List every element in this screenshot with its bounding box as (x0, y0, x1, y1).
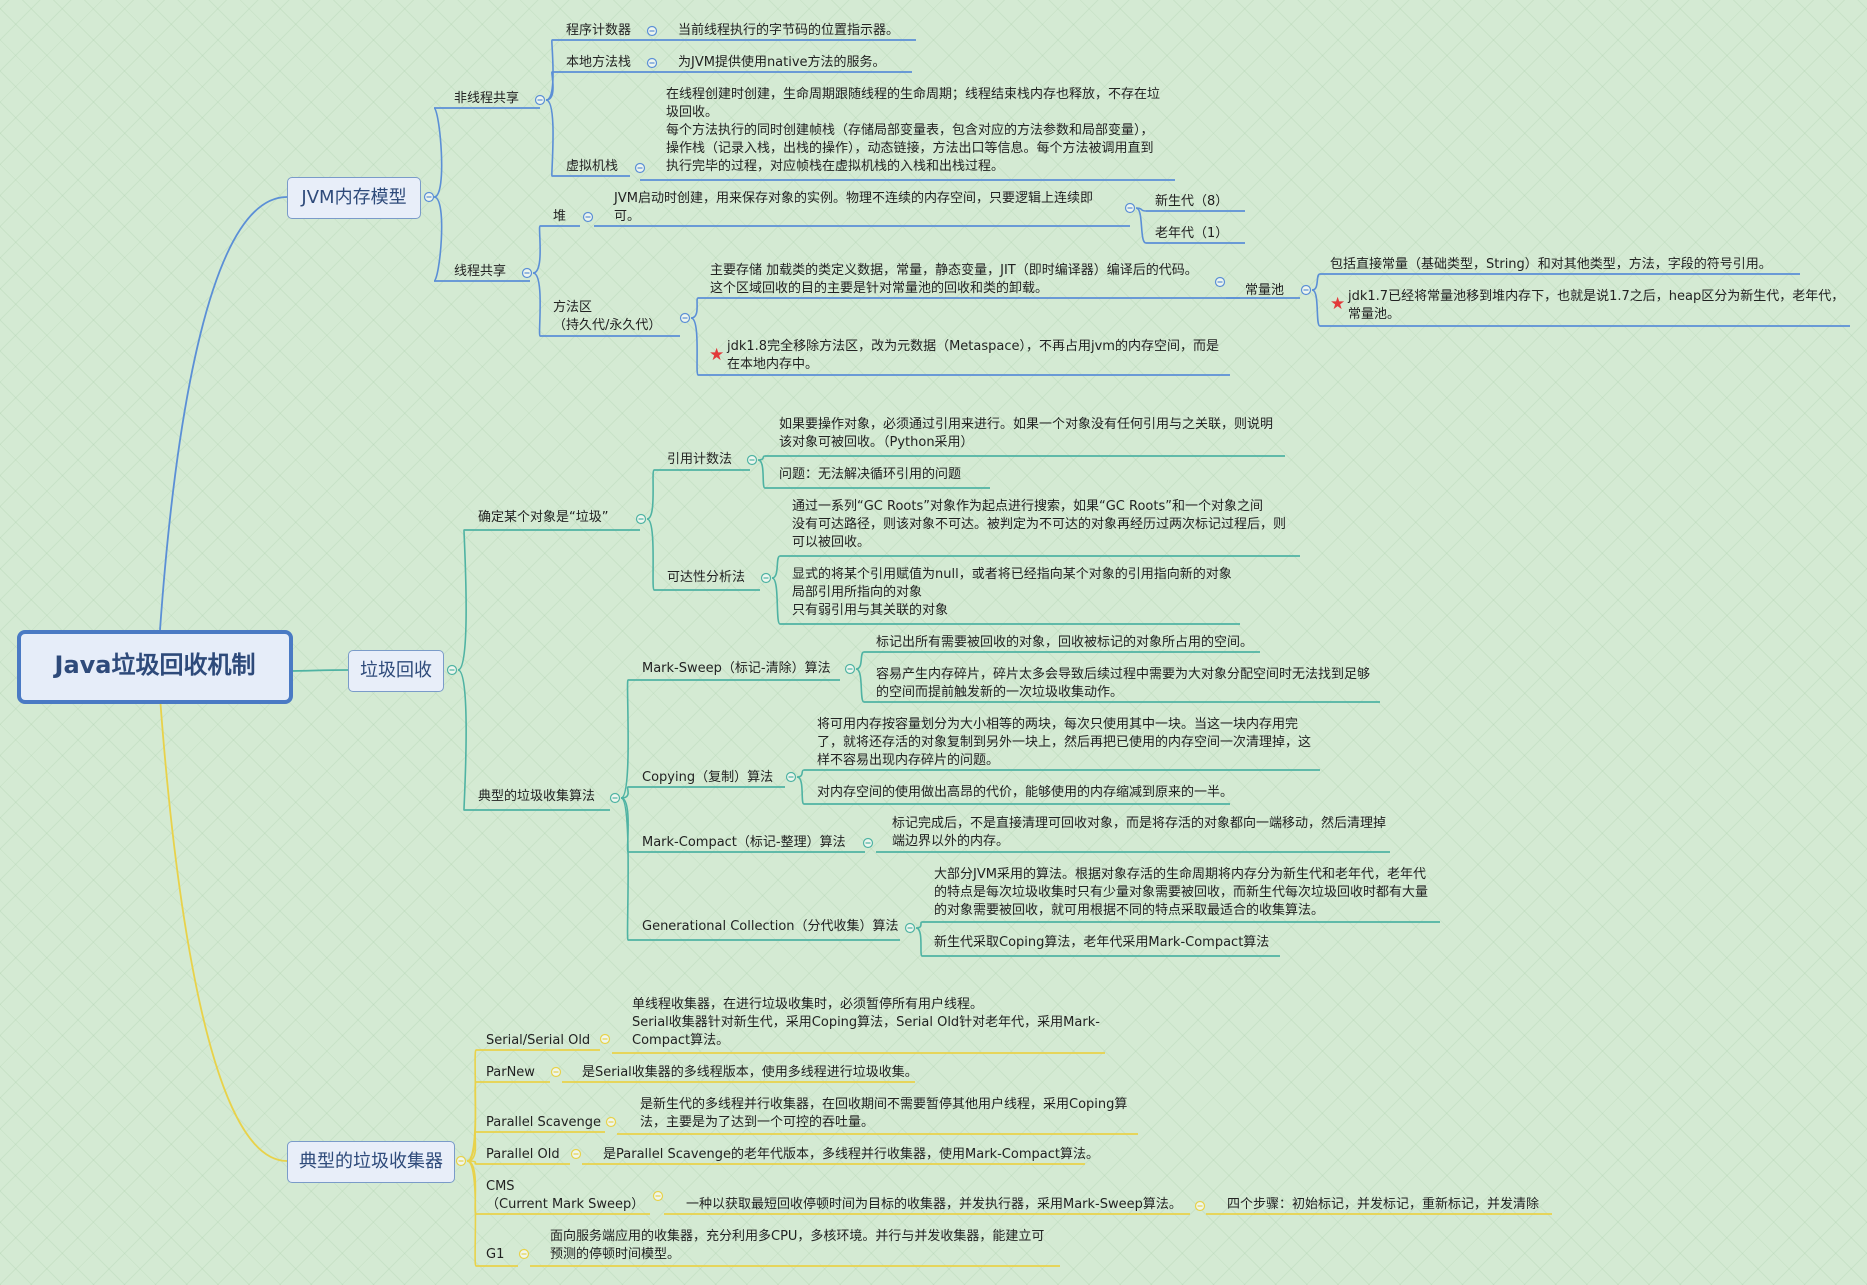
connector-line (466, 1081, 477, 1162)
jvm-memory-model-node[interactable]: JVM内存模型 (287, 177, 421, 219)
connector-line (690, 317, 699, 376)
generational-desc-2: 新生代采取Coping算法，老年代采用Mark-Compact算法 (934, 935, 1270, 950)
vm-stack-node[interactable]: 虚拟机栈 (566, 159, 619, 174)
connector-line (771, 555, 781, 579)
connector-line (466, 1131, 477, 1162)
connector-line (855, 668, 865, 703)
serial-collector-desc: 单线程收集器，在进行垃圾收集时，必须暂停所有用户线程。 Serial收集器针对新… (632, 997, 1100, 1048)
g1-collector-desc: 面向服务端应用的收集器，充分利用多CPU，多核环境。并行与并发收集器，能建立可 … (550, 1229, 1045, 1262)
connector-line (796, 776, 805, 805)
typical-collectors-node[interactable]: 典型的垃圾收集器 (287, 1141, 455, 1183)
g1-collector-node[interactable]: G1 (486, 1247, 505, 1262)
program-counter-node[interactable]: 程序计数器 (566, 23, 632, 38)
constant-pool-desc-2: jdk1.7已经将常量池移到堆内存下，也就是说1.7之后，heap区分为新生代，… (1348, 289, 1845, 322)
reachability-analysis-node[interactable]: 可达性分析法 (667, 570, 746, 585)
program-counter-desc: 当前线程执行的字节码的位置指示器。 (678, 23, 900, 38)
gc-algorithms-node[interactable]: 典型的垃圾收集算法 (478, 789, 596, 804)
star-icon: ★ (709, 345, 725, 365)
native-method-stack-desc: 为JVM提供使用native方法的服务。 (678, 55, 886, 70)
serial-collector-node[interactable]: Serial/Serial Old (486, 1033, 591, 1048)
connector-line (646, 518, 655, 591)
connector-line (159, 196, 288, 631)
vm-stack-desc: 在线程创建时创建，生命周期跟随线程的生命周期；线程结束栈内存也释放，不存在垃 圾… (666, 87, 1161, 174)
connector-line (771, 577, 781, 625)
constant-pool-node[interactable]: 常量池 (1245, 283, 1285, 298)
reachability-desc-1: 通过一系列“GC Roots”对象作为起点进行搜索，如果“GC Roots”和一… (792, 499, 1287, 550)
copying-desc-1: 将可用内存按容量划分为大小相等的两块，每次只使用其中一块。当这一块内存用完 了，… (817, 717, 1312, 768)
generational-node[interactable]: Generational Collection（分代收集）算法 (642, 919, 899, 934)
reference-counting-desc-2: 问题：无法解决循环引用的问题 (779, 467, 962, 482)
connector-line (466, 1160, 477, 1267)
cms-collector-node[interactable]: CMS （Current Mark Sweep） (486, 1179, 645, 1212)
root-node[interactable]: Java垃圾回收机制 (17, 630, 293, 704)
connector-line (855, 651, 865, 670)
parallel-old-node[interactable]: Parallel Old (486, 1147, 560, 1162)
connector-line (757, 459, 766, 489)
method-area-desc: 主要存储 加载类的类定义数据，常量，静态变量，JIT（即时编译器）编译后的代码。… (710, 263, 1198, 296)
copying-desc-2: 对内存空间的使用做出高昂的代价，能够使用的内存缩减到原来的一半。 (817, 785, 1234, 800)
mark-compact-desc: 标记完成后，不是直接清理可回收对象，而是将存活的对象都向一端移动，然后清理掉 端… (892, 816, 1387, 849)
connector-line (159, 696, 288, 1162)
heap-node[interactable]: 堆 (553, 209, 567, 224)
connector-line (620, 679, 629, 799)
connector-line (915, 927, 923, 957)
old-generation-node[interactable]: 老年代（1） (1155, 226, 1229, 241)
connector-line (545, 99, 554, 177)
mark-compact-node[interactable]: Mark-Compact（标记-整理）算法 (642, 835, 846, 850)
connector-line (646, 469, 655, 520)
connector-line (457, 669, 467, 811)
parallel-scavenge-node[interactable]: Parallel Scavenge (486, 1115, 602, 1130)
connector-line (620, 786, 629, 799)
connector-line (620, 797, 629, 941)
parnew-collector-node[interactable]: ParNew (486, 1065, 535, 1080)
connector-line (532, 272, 541, 337)
mark-sweep-node[interactable]: Mark-Sweep（标记-清除）算法 (642, 661, 831, 676)
young-generation-node[interactable]: 新生代（8） (1155, 194, 1229, 209)
mark-sweep-desc-2: 容易产生内存碎片，碎片太多会导致后续过程中需要为大对象分配空间时无法找到足够 的… (876, 667, 1371, 700)
connector-line (545, 39, 554, 101)
cms-collector-desc: 一种以获取最短回收停顿时间为目标的收集器，并发执行器，采用Mark-Sweep算… (686, 1197, 1182, 1212)
parallel-scavenge-desc: 是新生代的多线程并行收集器，在回收期间不需要暂停其他用户线程，采用Coping算… (640, 1097, 1128, 1130)
thread-shared-node[interactable]: 线程共享 (454, 264, 507, 279)
connector-line (545, 71, 554, 101)
parallel-old-desc: 是Parallel Scavenge的老年代版本，多线程并行收集器，使用Mark… (603, 1147, 1099, 1162)
non-thread-shared-node[interactable]: 非线程共享 (454, 91, 520, 106)
metaspace-desc: jdk1.8完全移除方法区，改为元数据（Metaspace），不再占用jvm的内… (727, 339, 1219, 372)
reference-counting-desc-1: 如果要操作对象，必须通过引用来进行。如果一个对象没有任何引用与之关联，则说明 该… (779, 417, 1274, 450)
connector-line (1311, 273, 1321, 291)
star-icon: ★ (1330, 294, 1346, 314)
constant-pool-desc-1: 包括直接常量（基础类型，String）和对其他类型，方法，字段的符号引用。 (1330, 257, 1772, 272)
heap-desc: JVM启动时创建，用来保存对象的实例。物理不连续的内存空间，只要逻辑上连续即 可… (614, 191, 1093, 224)
generational-desc-1: 大部分JVM采用的算法。根据对象存活的生命周期将内存分为新生代和老年代，老年代 … (934, 867, 1429, 918)
connector-line (1135, 207, 1147, 244)
reachability-desc-2: 显式的将某个引用赋值为null，或者将已经指向某个对象的引用指向新的对象 局部引… (792, 567, 1232, 618)
native-method-stack-node[interactable]: 本地方法栈 (566, 55, 632, 70)
garbage-collection-node[interactable]: 垃圾回收 (348, 650, 444, 692)
determine-garbage-node[interactable]: 确定某个对象是“垃圾” (478, 510, 609, 525)
copying-node[interactable]: Copying（复制）算法 (642, 770, 774, 785)
connector-line (433, 196, 443, 282)
mark-sweep-desc-1: 标记出所有需要被回收的对象，回收被标记的对象所占用的空间。 (876, 635, 1254, 650)
parnew-collector-desc: 是Serial收集器的多线程版本，使用多线程进行垃圾收集。 (582, 1065, 918, 1080)
connector-line (1311, 289, 1321, 327)
cms-steps-desc: 四个步骤：初始标记，并发标记，重新标记，并发清除 (1227, 1197, 1540, 1212)
connector-line (433, 107, 443, 198)
connector-line (690, 297, 699, 319)
connector-line (457, 529, 467, 671)
reference-counting-node[interactable]: 引用计数法 (667, 452, 733, 467)
connector-line (532, 225, 541, 274)
method-area-node[interactable]: 方法区 （持久代/永久代） (553, 300, 662, 333)
